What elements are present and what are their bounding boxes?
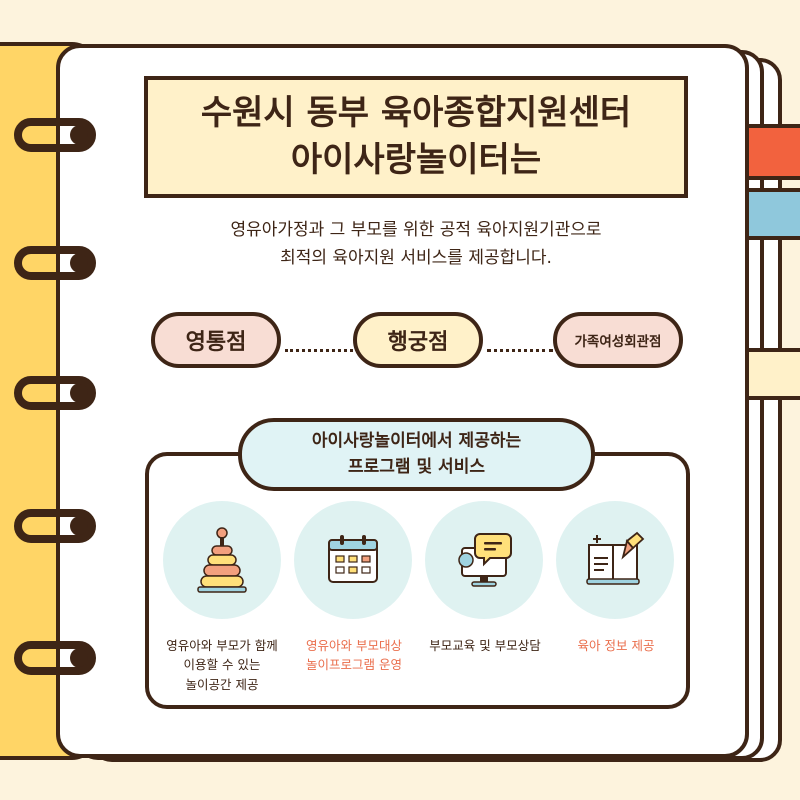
program-heading-line-1: 아이사랑놀이터에서 제공하는 bbox=[311, 431, 522, 451]
branch-label: 영통점 bbox=[185, 330, 247, 355]
program-heading: 아이사랑놀이터에서 제공하는 프로그램 및 서비스 bbox=[238, 418, 595, 491]
branch-connector bbox=[285, 349, 353, 352]
binder-ring bbox=[14, 376, 96, 410]
binder-ring bbox=[14, 118, 96, 152]
branch-haenggung: 행궁점 bbox=[353, 312, 483, 368]
intro-text: 영유아가정과 그 부모를 위한 공적 육아지원기관으로 최적의 육아지원 서비스… bbox=[140, 216, 692, 272]
branch-connector bbox=[487, 349, 553, 352]
intro-line-2: 최적의 육아지원 서비스를 제공합니다. bbox=[280, 248, 552, 269]
service-item-2: 영유아와 부모대상 놀이프로그램 운영 bbox=[289, 636, 419, 675]
service-item-3: 부모교육 및 부모상담 bbox=[420, 636, 550, 655]
service-line: 이용할 수 있는 bbox=[183, 657, 261, 673]
monitor-chat-icon bbox=[458, 533, 512, 587]
branch-family-women-center: 가족여성회관점 bbox=[553, 312, 683, 368]
service-line: 영유아와 부모가 함께 bbox=[166, 638, 278, 653]
program-heading-line-2: 프로그램 및 서비스 bbox=[348, 456, 485, 477]
program-icon-circle bbox=[163, 501, 281, 619]
program-icon-circle bbox=[425, 501, 543, 619]
binder-ring bbox=[14, 509, 96, 543]
tab-red bbox=[744, 124, 800, 180]
branch-label: 행궁점 bbox=[387, 330, 449, 355]
binder-ring bbox=[14, 246, 96, 280]
title-line-2: 아이사랑놀이터는 bbox=[290, 140, 542, 180]
tab-blue bbox=[744, 188, 800, 240]
tab-cream bbox=[744, 348, 800, 400]
service-line: 놀이프로그램 운영 bbox=[306, 657, 402, 673]
intro-line-1: 영유아가정과 그 부모를 위한 공적 육아지원기관으로 bbox=[230, 220, 602, 240]
service-item-4: 육아 정보 제공 bbox=[551, 636, 681, 655]
service-line: 육아 정보 제공 bbox=[577, 638, 655, 653]
title-line-1: 수원시 동부 육아종합지원센터 bbox=[200, 93, 632, 134]
program-icon-circle bbox=[294, 501, 412, 619]
service-line: 영유아와 부모대상 bbox=[306, 638, 402, 653]
binder-ring bbox=[14, 641, 96, 675]
branch-yeongtong: 영통점 bbox=[151, 312, 281, 368]
service-line: 놀이공간 제공 bbox=[185, 676, 259, 692]
notebook-pencil-icon bbox=[586, 531, 645, 585]
program-icon-circle bbox=[556, 501, 674, 619]
branch-label: 가족여성회관점 bbox=[574, 334, 662, 350]
service-line: 부모교육 및 부모상담 bbox=[429, 638, 541, 653]
calendar-icon bbox=[328, 535, 378, 583]
service-item-1: 영유아와 부모가 함께 이용할 수 있는 놀이공간 제공 bbox=[157, 636, 287, 694]
title-box: 수원시 동부 육아종합지원센터 아이사랑놀이터는 bbox=[144, 76, 688, 198]
ring-stack-toy-icon bbox=[197, 527, 247, 593]
